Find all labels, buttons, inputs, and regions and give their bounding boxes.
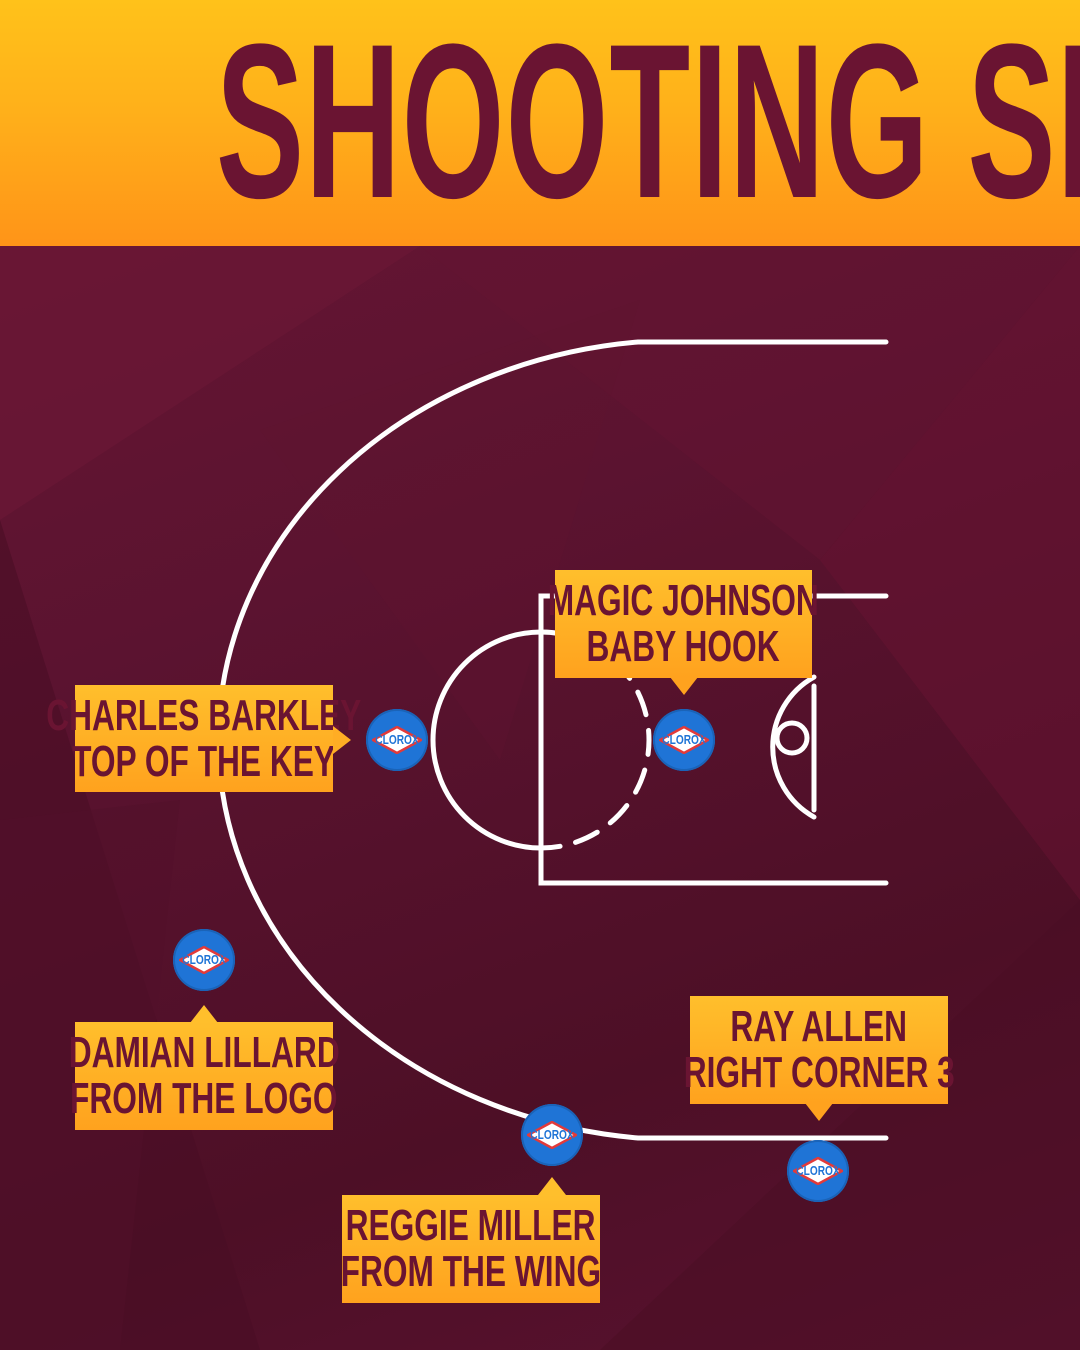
callout-pointer <box>670 677 698 695</box>
rim <box>774 720 810 756</box>
player-name: MAGIC JOHNSON <box>547 576 820 625</box>
clorox-badge: CLOROX <box>521 1104 583 1166</box>
clorox-diamond-icon <box>793 1157 843 1185</box>
callout-reggie-miller: REGGIE MILLER FROM THE WING <box>340 1195 602 1303</box>
clorox-diamond-icon <box>179 946 229 974</box>
player-name: RAY ALLEN <box>730 1002 908 1051</box>
clorox-badge: CLOROX <box>173 929 235 991</box>
clorox-logo-text: CLOROX <box>375 732 419 747</box>
restricted-area <box>770 674 817 820</box>
clorox-badge: CLOROX <box>787 1140 849 1202</box>
player-name: REGGIE MILLER <box>346 1201 596 1250</box>
clorox-diamond-icon <box>527 1121 577 1149</box>
callout-ray-allen: RAY ALLEN RIGHT CORNER 3 <box>683 996 955 1104</box>
clorox-diamond-icon <box>659 726 709 754</box>
player-name: CHARLES BARKLEY <box>46 690 362 740</box>
clorox-logo-text: CLOROX <box>182 952 226 967</box>
header-banner: SHOOTING SPOTS <box>0 0 1080 246</box>
free-throw-arc-solid <box>430 629 544 851</box>
shot-name: RIGHT CORNER 3 <box>683 1048 955 1097</box>
shot-name: FROM THE LOGO <box>70 1074 338 1123</box>
player-name: DAMIAN LILLARD <box>68 1028 340 1077</box>
callout-pointer <box>538 1177 566 1195</box>
callout-magic-johnson: MAGIC JOHNSON BABY HOOK <box>548 570 819 678</box>
clorox-badge: CLOROX <box>366 709 428 771</box>
clorox-logo-text: CLOROX <box>530 1127 574 1142</box>
shot-name: FROM THE WING <box>340 1247 602 1296</box>
callout-pointer <box>333 726 351 754</box>
clorox-logo-text: CLOROX <box>796 1163 840 1178</box>
callout-pointer <box>190 1005 218 1023</box>
shot-name: BABY HOOK <box>586 622 781 671</box>
clorox-badge: CLOROX <box>653 709 715 771</box>
callout-damian-lillard: DAMIAN LILLARD FROM THE LOGO <box>69 1022 340 1130</box>
clorox-diamond-icon <box>372 726 422 754</box>
callout-pointer <box>805 1103 833 1121</box>
clorox-logo-text: CLOROX <box>662 732 706 747</box>
callout-charles-barkley: CHARLES BARKLEY TOP OF THE KEY <box>46 685 362 792</box>
shot-name: TOP OF THE KEY <box>72 736 336 786</box>
